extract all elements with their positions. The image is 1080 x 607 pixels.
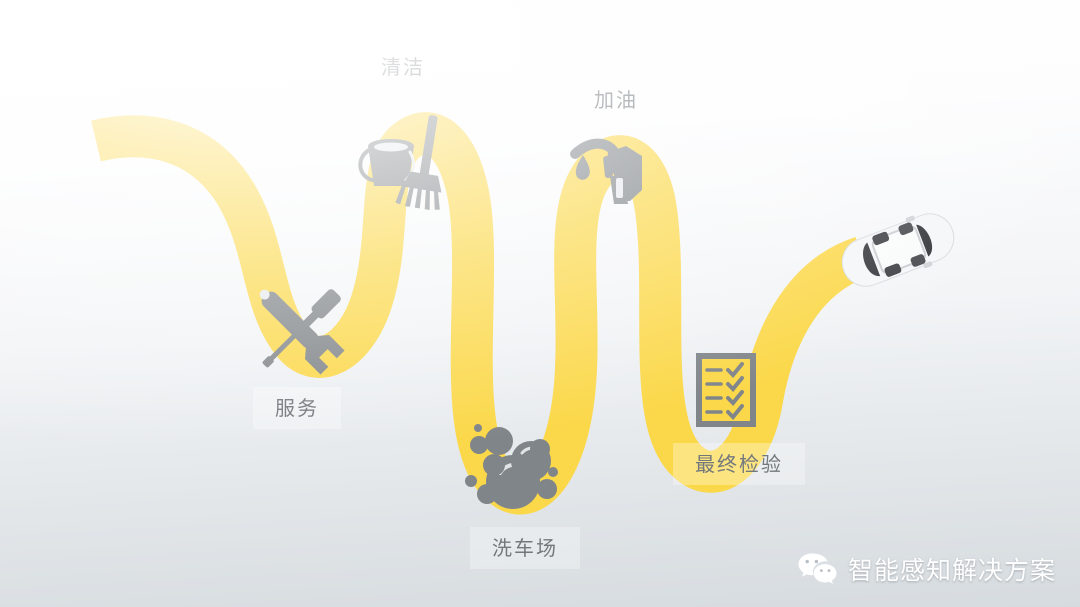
wechat-eye-2 — [814, 559, 819, 564]
bucket-handle — [358, 148, 374, 182]
bubble-medium-4 — [530, 439, 550, 459]
bubble-medium-5 — [477, 484, 497, 504]
step-label-car-wash: 洗车场 — [470, 527, 580, 569]
car-side-panel-rear-right — [884, 263, 902, 277]
checkmark-3 — [726, 390, 744, 406]
clipboard-rows — [705, 362, 744, 420]
step-label-service: 服务 — [253, 387, 341, 429]
wrench-screwdriver-icon — [259, 289, 345, 375]
checkmark-1 — [726, 362, 744, 378]
bubble-medium-2 — [470, 436, 488, 454]
broom-bristles — [395, 184, 440, 210]
wrench-open-jaw — [304, 334, 345, 375]
bubble-medium-3 — [485, 427, 513, 455]
bubble-medium-1 — [483, 454, 505, 476]
step-label-cleaning: 清洁 — [381, 55, 425, 79]
wechat-eye-4 — [827, 569, 831, 572]
step-label-refuel: 加油 — [594, 88, 638, 112]
car-mirror-left — [905, 215, 915, 223]
car-mirror-right — [923, 261, 933, 269]
step-label-final-check: 最终检验 — [673, 443, 805, 485]
bucket-body — [368, 146, 414, 186]
screwdriver-handle — [311, 289, 341, 319]
bubble-medium-6 — [537, 479, 557, 499]
fuel-nozzle-icon — [570, 138, 642, 204]
bubble-small-3 — [548, 467, 558, 477]
bubble-small-2 — [504, 498, 514, 508]
wrench-handle-hole — [259, 289, 270, 300]
bubble-small-1 — [465, 475, 477, 487]
nozzle-spout — [603, 155, 613, 179]
wechat-icon — [798, 553, 837, 584]
bucket-opening — [374, 142, 408, 152]
bubble-small-4 — [474, 424, 482, 432]
wrench-handle — [261, 291, 319, 349]
fuel-hose — [570, 138, 618, 159]
checkmark-2 — [726, 376, 744, 392]
broom-handle — [419, 115, 438, 177]
screwdriver-tip — [262, 356, 274, 368]
wechat-eye-3 — [819, 569, 823, 572]
car-side-panel-rear-left — [872, 231, 890, 246]
checkmark-4 — [726, 404, 744, 420]
car-side-panel-front-left — [898, 222, 914, 236]
wechat-eye-1 — [805, 559, 809, 564]
soap-bubbles-icon — [465, 424, 558, 509]
fuel-drop — [575, 155, 590, 180]
car-rear-window — [863, 242, 881, 277]
watermark: 智能感知解决方案 — [798, 551, 1056, 587]
car-side-panel-front-right — [910, 254, 926, 267]
checklist-clipboard-icon — [696, 353, 756, 427]
car-windshield — [916, 224, 933, 257]
bubble-small-5 — [523, 493, 531, 501]
nozzle-grip-highlight — [616, 178, 623, 198]
car-top-view-icon — [841, 213, 955, 287]
clipboard-board — [696, 353, 756, 427]
bucket-mop-icon — [358, 115, 442, 210]
watermark-text: 智能感知解决方案 — [847, 556, 1056, 585]
